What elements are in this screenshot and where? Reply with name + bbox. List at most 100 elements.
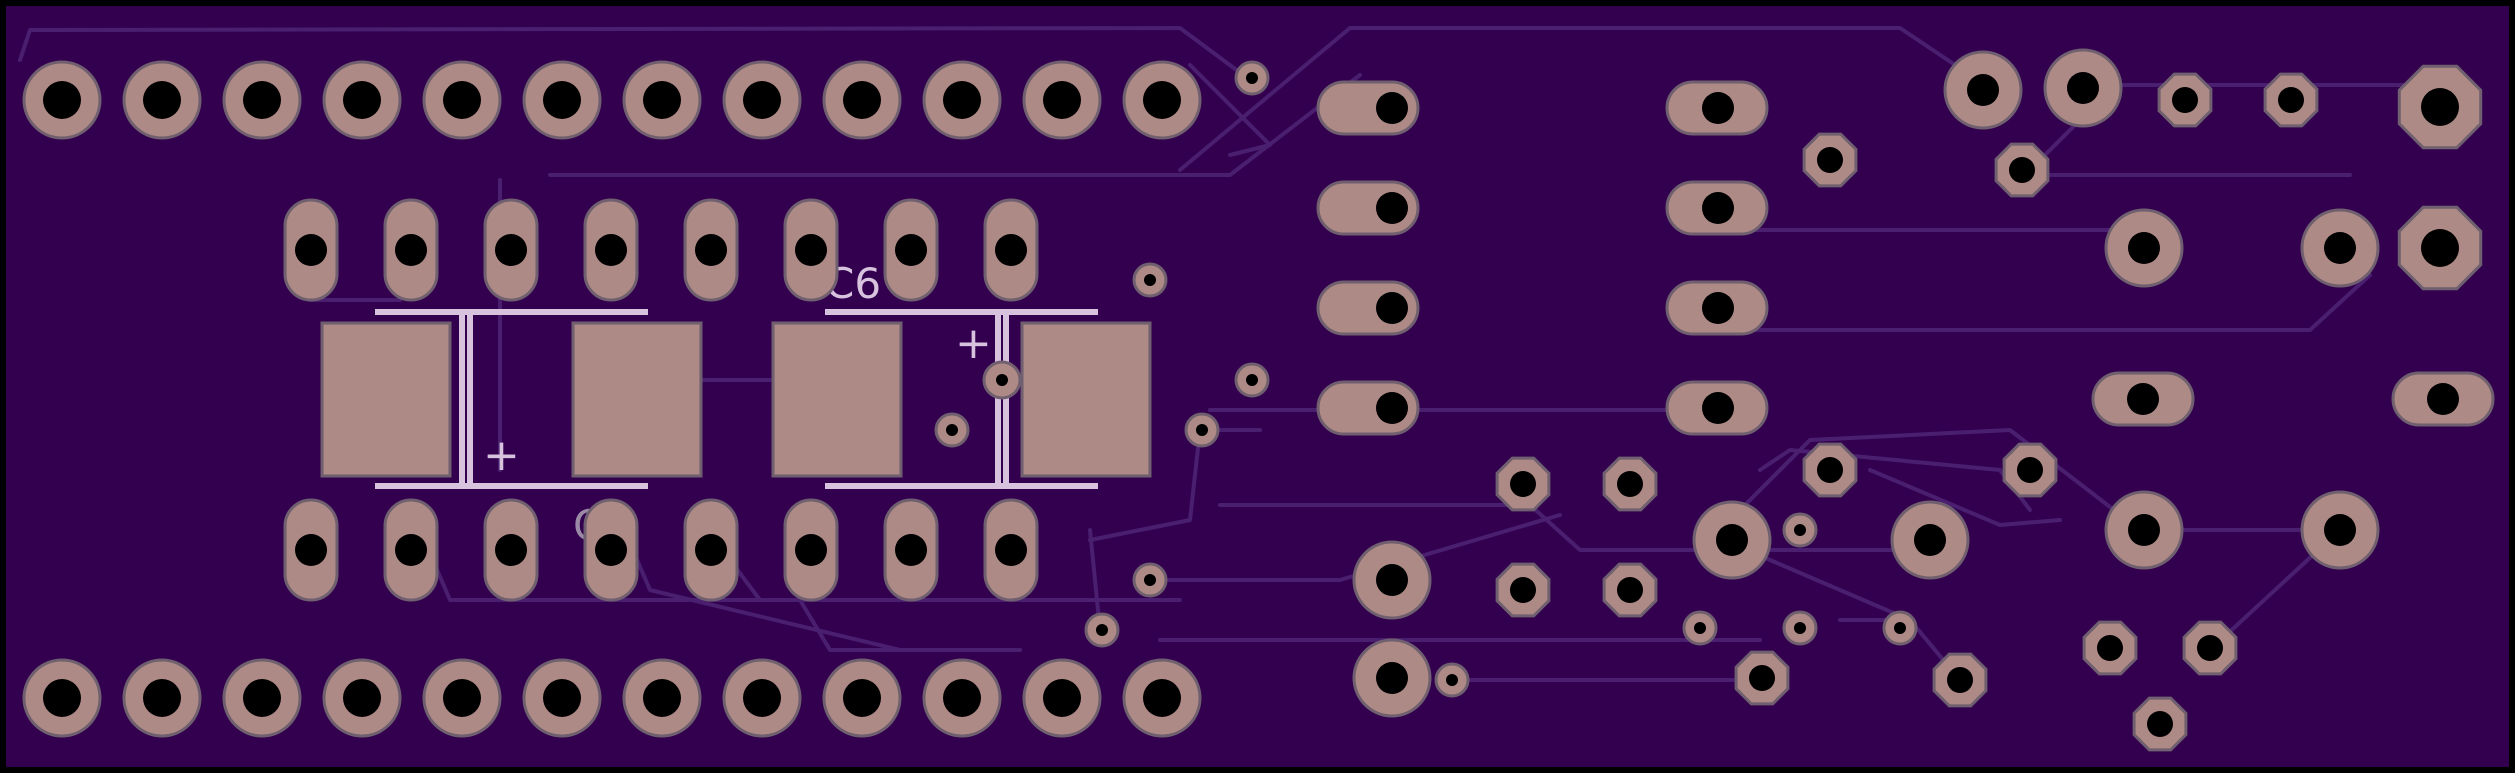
drill-hole <box>995 234 1027 266</box>
drill-hole <box>1376 292 1408 324</box>
drill-hole <box>1617 471 1643 497</box>
drill-hole <box>743 81 781 119</box>
smd-pad <box>1020 321 1152 478</box>
drill-hole <box>943 81 981 119</box>
drill-hole <box>1914 524 1946 556</box>
drill-hole <box>1043 679 1081 717</box>
drill-hole <box>543 81 581 119</box>
drill-hole <box>1510 577 1536 603</box>
drill-hole <box>1096 624 1108 636</box>
smd-pad <box>571 321 703 478</box>
drill-hole <box>2197 635 2223 661</box>
drill-hole <box>1043 81 1081 119</box>
drill-hole <box>1376 662 1408 694</box>
drill-hole <box>43 679 81 717</box>
drill-hole <box>946 424 958 436</box>
drill-hole <box>795 234 827 266</box>
drill-hole <box>2128 232 2160 264</box>
drill-hole <box>2427 383 2459 415</box>
drill-hole <box>1947 667 1973 693</box>
drill-hole <box>2324 232 2356 264</box>
drill-hole <box>1617 577 1643 603</box>
silkscreen <box>375 309 1098 489</box>
drill-hole <box>1749 665 1775 691</box>
drill-hole <box>1143 679 1181 717</box>
drill-hole <box>2147 711 2173 737</box>
polarity-plus: + <box>955 318 992 369</box>
drill-hole <box>495 534 527 566</box>
drill-hole <box>843 679 881 717</box>
drill-hole <box>2324 514 2356 546</box>
trace <box>1728 273 2372 332</box>
drill-hole <box>343 81 381 119</box>
drill-hole <box>2172 87 2198 113</box>
drill-hole <box>1967 74 1999 106</box>
drill-hole <box>343 679 381 717</box>
drill-hole <box>2127 383 2159 415</box>
drill-hole <box>1694 622 1706 634</box>
drill-hole <box>795 534 827 566</box>
drill-hole <box>1794 622 1806 634</box>
drill-hole <box>1246 374 1258 386</box>
drill-hole <box>2421 88 2459 126</box>
drill-hole <box>643 81 681 119</box>
drill-hole <box>395 234 427 266</box>
round-pads <box>1352 48 2380 718</box>
drill-hole <box>643 679 681 717</box>
drill-hole <box>1446 674 1458 686</box>
drill-hole <box>243 81 281 119</box>
drill-hole <box>1510 471 1536 497</box>
drill-hole <box>1376 192 1408 224</box>
octagon-pads <box>1495 64 2483 752</box>
drill-hole <box>895 234 927 266</box>
trace <box>1153 513 1562 582</box>
trace <box>1088 428 1202 542</box>
drill-hole <box>543 679 581 717</box>
drill-hole <box>2278 87 2304 113</box>
drill-hole <box>996 374 1008 386</box>
drill-hole <box>943 679 981 717</box>
drill-hole <box>295 234 327 266</box>
drill-hole <box>843 81 881 119</box>
drill-hole <box>1716 524 1748 556</box>
drill-hole <box>1143 81 1181 119</box>
drill-hole <box>2067 72 2099 104</box>
drill-hole <box>1144 274 1156 286</box>
drill-hole <box>895 534 927 566</box>
drill-hole <box>1894 622 1906 634</box>
drill-hole <box>2017 457 2043 483</box>
drill-hole <box>695 534 727 566</box>
smd-pads <box>320 321 1152 478</box>
drill-hole <box>443 81 481 119</box>
drill-hole <box>443 679 481 717</box>
drill-hole <box>295 534 327 566</box>
trace <box>18 26 1252 82</box>
drill-hole <box>43 81 81 119</box>
drill-hole <box>243 679 281 717</box>
drill-hole <box>1794 524 1806 536</box>
trace <box>1728 428 2342 532</box>
drill-hole <box>495 234 527 266</box>
drill-hole <box>1144 574 1156 586</box>
drill-hole <box>1376 564 1408 596</box>
drill-hole <box>1246 72 1258 84</box>
trace <box>1178 26 1987 172</box>
drill-hole <box>2128 514 2160 546</box>
drill-hole <box>1376 392 1408 424</box>
drill-hole <box>1702 292 1734 324</box>
drill-hole <box>743 679 781 717</box>
drill-hole <box>1702 92 1734 124</box>
drill-hole <box>595 534 627 566</box>
drill-hole <box>143 679 181 717</box>
drill-hole <box>695 234 727 266</box>
drill-hole <box>2421 229 2459 267</box>
drill-hole <box>1376 92 1408 124</box>
drill-hole <box>1702 192 1734 224</box>
drill-hole <box>595 234 627 266</box>
drill-holes <box>43 72 2459 737</box>
drill-hole <box>1702 392 1734 424</box>
trace <box>1868 468 2062 527</box>
smd-pad <box>320 321 452 478</box>
drill-hole <box>1817 147 1843 173</box>
